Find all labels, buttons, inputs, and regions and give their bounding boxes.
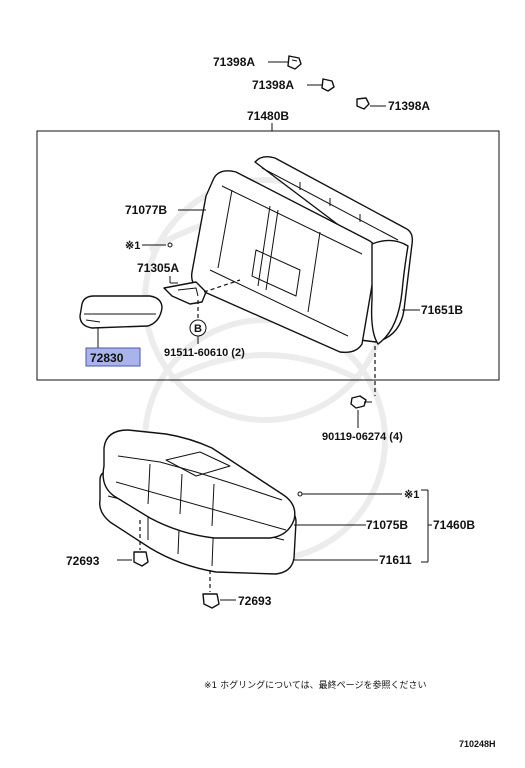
armrest-label-highlight: [85, 347, 141, 367]
svg-text:90119-06274 (4): 90119-06274 (4): [322, 431, 403, 443]
svg-text:71305A: 71305A: [137, 261, 179, 275]
cover-71077b[interactable]: 71077B: [125, 203, 206, 217]
footnote: ※1 ホグリングについては、最終ページを参照ください: [204, 679, 427, 691]
svg-text:71075B: 71075B: [366, 518, 408, 532]
seatback-assy[interactable]: 71480B: [36, 109, 500, 381]
clip-71398a-3[interactable]: 71398A: [356, 97, 430, 113]
svg-text:B: B: [194, 323, 202, 335]
clip-71398a-2[interactable]: 71398A: [252, 78, 335, 92]
pad-71611[interactable]: 71611: [294, 553, 428, 567]
hog-ring-ref-2[interactable]: ※1: [297, 489, 428, 501]
svg-text:71651B: 71651B: [421, 303, 463, 317]
hook-72693-bottom[interactable]: 72693: [202, 570, 272, 609]
svg-text:72693: 72693: [66, 554, 100, 568]
svg-text:71398A: 71398A: [252, 78, 294, 92]
svg-text:71398A: 71398A: [213, 55, 255, 69]
svg-text:71460B: 71460B: [433, 518, 475, 532]
svg-text:72693: 72693: [238, 594, 272, 608]
hinge-71305a[interactable]: 71305A: [137, 261, 241, 305]
hog-ring-ref-1[interactable]: ※1: [125, 240, 173, 252]
diagram-code: 710248H: [459, 739, 496, 749]
svg-text:71611: 71611: [379, 553, 412, 567]
armrest-72830[interactable]: 72830: [79, 295, 163, 367]
seatback-illustration: [190, 155, 414, 354]
clip-71398a-1[interactable]: 71398A: [213, 55, 302, 70]
svg-text:71398A: 71398A: [388, 99, 430, 113]
clip-90119[interactable]: 90119-06274 (4): [322, 346, 403, 443]
cushion-assy-71460b[interactable]: 71460B: [427, 490, 475, 562]
svg-text:91511-60610 (2): 91511-60610 (2): [164, 347, 245, 359]
svg-text:※1: ※1: [125, 240, 140, 252]
svg-text:※1: ※1: [404, 489, 419, 501]
svg-text:71480B: 71480B: [247, 109, 289, 123]
hook-72693-left[interactable]: 72693: [66, 520, 149, 568]
bolt-91511[interactable]: B 91511-60610 (2): [164, 300, 245, 359]
svg-text:71077B: 71077B: [125, 203, 167, 217]
cushion-illustration: [99, 429, 297, 575]
cover-71075b[interactable]: 71075B: [294, 518, 408, 532]
svg-text:72830: 72830: [90, 351, 124, 365]
pad-71651b[interactable]: 71651B: [402, 303, 463, 317]
